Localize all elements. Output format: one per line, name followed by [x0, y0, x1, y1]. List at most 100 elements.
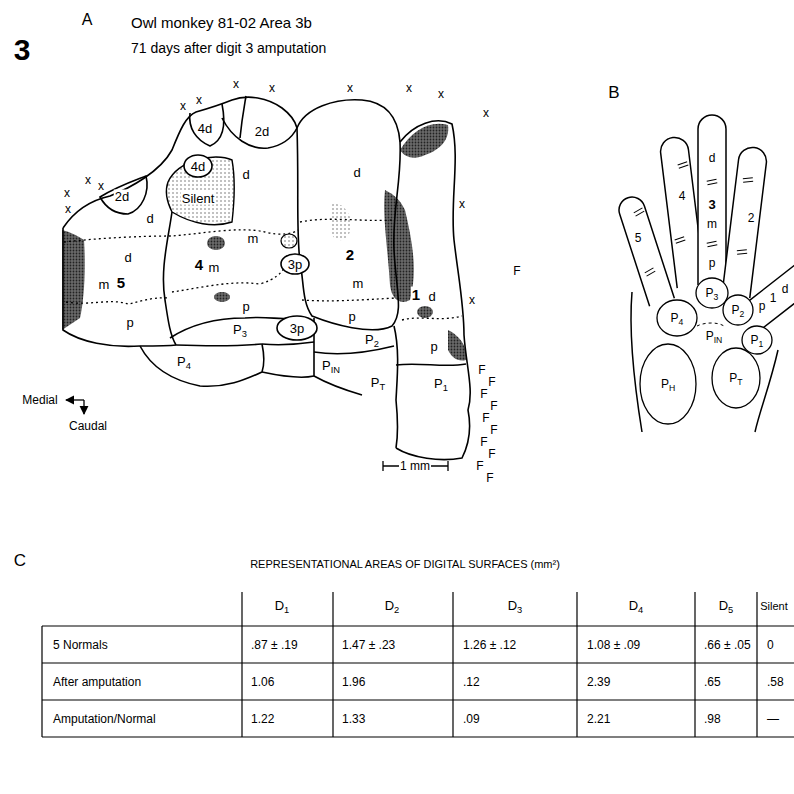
map-region-label: p	[429, 340, 438, 353]
digit-number: 5	[116, 275, 126, 290]
figure-title: Owl monkey 81-02 Area 3b	[130, 15, 313, 30]
table-cell: .12	[462, 676, 481, 688]
map-dotted	[66, 298, 168, 304]
face-site: F	[487, 376, 496, 388]
figure-art	[737, 253, 747, 255]
map-outlines	[240, 96, 246, 138]
label-letter: P	[706, 286, 714, 300]
map-outlines	[314, 346, 394, 354]
skin-crease	[743, 178, 753, 182]
unresponsive-site: x	[437, 88, 445, 100]
label-letter: P	[322, 358, 331, 373]
digit-number: 1	[411, 287, 421, 302]
map-outlines	[184, 155, 212, 177]
table-lines	[241, 592, 242, 737]
hand-label: 1	[769, 292, 778, 304]
finger-outline	[616, 194, 675, 307]
table-cell: 1.26 ± .12	[462, 639, 517, 651]
subtitle: 71 days after digit 3 amputation	[130, 41, 327, 55]
digit-number: 4	[194, 257, 204, 272]
label-subscript: 3	[714, 292, 719, 302]
map-outlines	[277, 316, 317, 340]
figure-art	[675, 237, 684, 240]
map-region-label: P1	[433, 377, 449, 390]
table-lines	[42, 662, 794, 663]
unresponsive-site: x	[179, 100, 187, 112]
label-subscript: 4	[638, 605, 643, 615]
map-outlines	[63, 96, 470, 460]
label-letter: P	[751, 333, 759, 347]
scale-bar	[382, 461, 383, 471]
unresponsive-site: x	[232, 78, 240, 90]
table-cell: .98	[703, 713, 722, 725]
table-lines	[42, 736, 794, 737]
figure-art	[645, 268, 654, 273]
map-shading	[417, 306, 433, 318]
unresponsive-site: x	[268, 82, 276, 94]
table-header: D1	[274, 599, 291, 612]
palm-fill	[631, 287, 780, 432]
label-subscript: 3	[517, 605, 522, 615]
map-outlines	[262, 342, 314, 345]
table-cell: 1.06	[250, 676, 275, 688]
map-outlines	[100, 176, 147, 214]
figure-art	[707, 245, 717, 247]
map-shading	[400, 124, 448, 158]
map-shading	[384, 190, 414, 302]
map-outlines	[262, 344, 264, 372]
hand-label: d	[708, 152, 717, 164]
table-header: D4	[628, 599, 645, 612]
map-region-label: 4d	[197, 122, 213, 135]
map-region-label: Silent	[181, 192, 216, 205]
figure-art	[634, 208, 643, 213]
table-cell: .65	[703, 676, 722, 688]
unresponsive-site: x	[63, 187, 71, 199]
map-outlines	[314, 376, 362, 395]
finger-outline	[722, 146, 768, 298]
table-cell: 1.47 ± .23	[341, 639, 396, 651]
table-lines	[42, 592, 794, 737]
label-letter: P	[233, 322, 242, 337]
unresponsive-site: x	[346, 82, 354, 94]
table-cell: 1.96	[341, 676, 366, 688]
table-title: REPRESENTATIONAL AREAS OF DIGITAL SURFAC…	[249, 559, 561, 570]
hand-label: 5	[634, 232, 643, 244]
map-dotted	[64, 219, 462, 320]
skin-crease	[737, 250, 747, 254]
table-lines	[42, 699, 794, 700]
orientation-label: Caudal	[68, 420, 108, 432]
hand-label: P1	[750, 334, 765, 346]
map-region-label: P4	[176, 355, 192, 368]
unresponsive-site: x	[97, 180, 105, 192]
face-site: F	[479, 388, 488, 400]
map-outlines	[170, 317, 290, 338]
label-letter: P	[177, 354, 186, 369]
hand-label: m	[706, 218, 718, 230]
map-region-label: PIN	[321, 359, 341, 372]
unresponsive-site: x	[84, 174, 92, 186]
table-lines	[42, 625, 794, 626]
label-subscript: 2	[374, 339, 379, 349]
label-subscript: T	[737, 377, 742, 387]
orientation-arrows	[66, 399, 84, 400]
table-cell: .58	[766, 676, 785, 688]
hand-label: p	[758, 300, 767, 312]
face-site: F	[475, 460, 484, 472]
hand-label: PIN	[705, 330, 724, 342]
label-letter: P	[661, 377, 669, 391]
figure-art	[707, 183, 717, 185]
orientation-label: Medial	[21, 394, 58, 406]
hand-label: d	[781, 283, 790, 295]
table-row-label: After amputation	[52, 676, 142, 688]
map-shading	[166, 157, 234, 225]
table-header: D2	[384, 599, 401, 612]
palm-pad	[640, 344, 696, 424]
label-subscript: 5	[728, 605, 733, 615]
table-cell: 1.33	[341, 713, 366, 725]
unresponsive-site: x	[195, 94, 203, 106]
panel-letter: A	[81, 12, 94, 28]
hand-drawing	[616, 115, 794, 432]
map-outlines	[297, 100, 400, 330]
map-region-label: 3p	[289, 322, 305, 335]
map-region-label: d	[123, 251, 132, 264]
